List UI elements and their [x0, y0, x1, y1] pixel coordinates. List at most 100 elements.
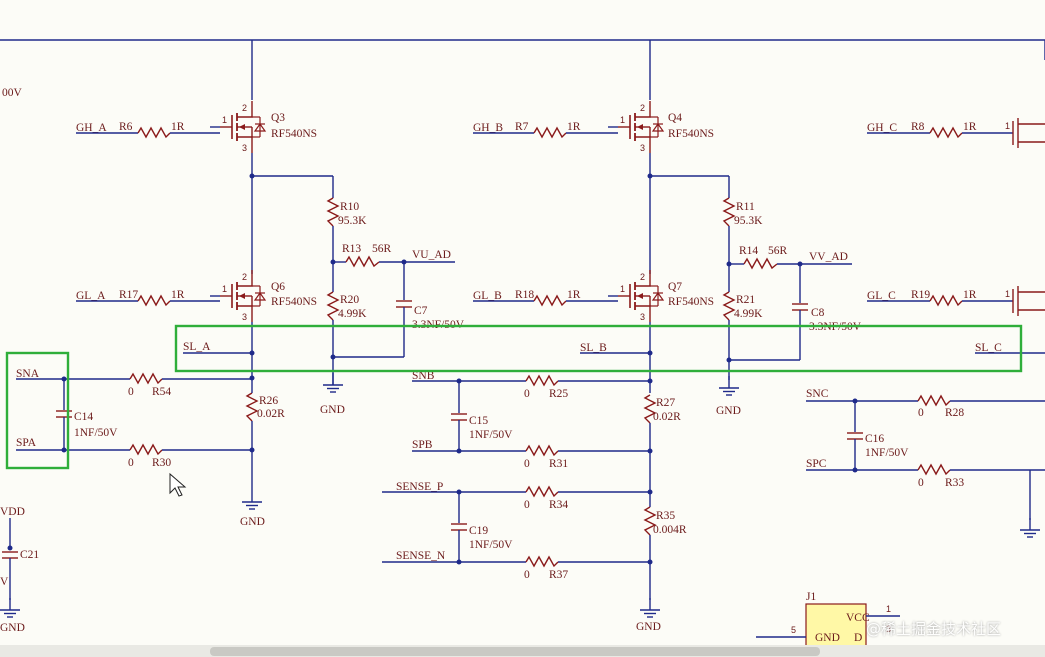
r18-resistor[interactable]: [533, 294, 567, 307]
net-sl-b[interactable]: SL_B: [580, 342, 607, 354]
net-gh-c[interactable]: GH_C: [867, 122, 897, 134]
net-sense-p[interactable]: SENSE_P: [396, 481, 443, 493]
net-sl-a[interactable]: SL_A: [183, 341, 211, 353]
net-spb[interactable]: SPB: [412, 439, 433, 451]
r17-resistor[interactable]: [137, 294, 171, 307]
r14-resistor[interactable]: [743, 257, 778, 270]
r19-label: R19: [911, 289, 930, 301]
c15-label: C15: [469, 415, 488, 427]
j1-d-pin: D: [854, 632, 862, 644]
net-gh-a[interactable]: GH_A: [76, 122, 107, 134]
r26-resistor[interactable]: [245, 392, 259, 422]
r7-label: R7: [515, 121, 529, 133]
net-sna[interactable]: SNA: [16, 368, 40, 380]
r28-resistor[interactable]: [917, 394, 951, 407]
r34-resistor[interactable]: [525, 485, 559, 498]
r26-value: 0.02R: [257, 408, 285, 420]
r27-value: 0.02R: [653, 411, 681, 423]
r21-resistor[interactable]: [722, 291, 736, 321]
r18-label: R18: [515, 289, 534, 301]
fragment-00v: 00V: [2, 87, 23, 99]
net-vu-ad[interactable]: VU_AD: [412, 249, 451, 261]
r26-label: R26: [259, 395, 278, 407]
net-spa[interactable]: SPA: [16, 437, 37, 449]
r34-value: 0: [524, 499, 530, 511]
r34-label: R34: [549, 499, 568, 511]
r8-value: 1R: [963, 121, 977, 133]
r37-resistor[interactable]: [525, 555, 559, 568]
r20-resistor[interactable]: [326, 291, 340, 321]
q7-label: Q7: [668, 281, 682, 293]
r8-resistor[interactable]: [929, 126, 963, 139]
r25-value: 0: [524, 388, 530, 400]
q6-mosfet[interactable]: [219, 269, 266, 323]
q7-mosfet[interactable]: [617, 269, 664, 323]
r33-resistor[interactable]: [917, 463, 951, 476]
r54-value: 0: [128, 386, 134, 398]
gnd-label-a2: GND: [240, 516, 265, 528]
r10-resistor[interactable]: [326, 197, 340, 227]
c15-value: 1NF/50V: [469, 429, 513, 441]
svg-text:1: 1: [1005, 121, 1010, 131]
r10-value: 95.3K: [338, 215, 367, 227]
r35-label: R35: [656, 510, 675, 522]
r7-resistor[interactable]: [533, 126, 567, 139]
net-gl-a[interactable]: GL_A: [76, 290, 106, 302]
j1-pin5: 5: [791, 625, 796, 635]
r28-label: R28: [945, 407, 964, 419]
r35-resistor[interactable]: [643, 506, 657, 536]
q4-mosfet[interactable]: [617, 100, 664, 154]
r33-label: R33: [945, 477, 964, 489]
q4-part: RF540NS: [668, 128, 714, 140]
r21-label: R21: [736, 294, 755, 306]
r8-label: R8: [911, 121, 925, 133]
c14-label: C14: [74, 411, 93, 423]
net-sl-c[interactable]: SL_C: [975, 342, 1002, 354]
r37-value: 0: [524, 569, 530, 581]
c14-value: 1NF/50V: [74, 427, 118, 439]
r10-label: R10: [340, 201, 359, 213]
j1-gnd-pin: GND: [815, 632, 840, 644]
q3-mosfet[interactable]: [219, 100, 266, 154]
net-gh-b[interactable]: GH_B: [473, 122, 503, 134]
vdd-label: VDD: [0, 506, 25, 518]
net-spc[interactable]: SPC: [806, 458, 827, 470]
watermark: @稀土掘金技术社区: [866, 620, 1002, 638]
net-vv-ad[interactable]: VV_AD: [809, 251, 848, 263]
r13-value: 56R: [372, 243, 392, 255]
net-snc[interactable]: SNC: [806, 388, 829, 400]
r17-label: R17: [119, 289, 138, 301]
r54-resistor[interactable]: [129, 372, 163, 385]
net-snb[interactable]: SNB: [412, 370, 435, 382]
mouse-cursor-icon: [169, 472, 187, 497]
r19-resistor[interactable]: [929, 294, 963, 307]
r27-resistor[interactable]: [643, 394, 657, 424]
r6-resistor[interactable]: [137, 126, 171, 139]
r31-label: R31: [549, 458, 568, 470]
r37-label: R37: [549, 569, 568, 581]
net-gl-c[interactable]: GL_C: [867, 290, 896, 302]
r25-label: R25: [549, 388, 568, 400]
r6-label: R6: [119, 121, 133, 133]
r28-value: 0: [918, 407, 924, 419]
r17-value: 1R: [171, 289, 185, 301]
r25-resistor[interactable]: [525, 374, 559, 387]
j1-label: J1: [806, 591, 816, 603]
r14-label: R14: [739, 245, 758, 257]
net-sense-n[interactable]: SENSE_N: [396, 550, 446, 562]
r30-resistor[interactable]: [129, 443, 163, 456]
c19-value: 1NF/50V: [469, 539, 513, 551]
r11-label: R11: [736, 201, 755, 213]
r31-resistor[interactable]: [525, 444, 559, 457]
horizontal-scrollbar-thumb[interactable]: [210, 647, 820, 656]
j1-connector[interactable]: [805, 603, 867, 650]
r13-resistor[interactable]: [345, 255, 380, 268]
svg-text:1: 1: [1005, 289, 1010, 299]
r20-label: R20: [340, 294, 359, 306]
r19-value: 1R: [963, 289, 977, 301]
net-gl-b[interactable]: GL_B: [473, 290, 502, 302]
r13-label: R13: [342, 243, 361, 255]
r35-value: 0.004R: [653, 524, 687, 536]
r11-resistor[interactable]: [722, 197, 736, 227]
